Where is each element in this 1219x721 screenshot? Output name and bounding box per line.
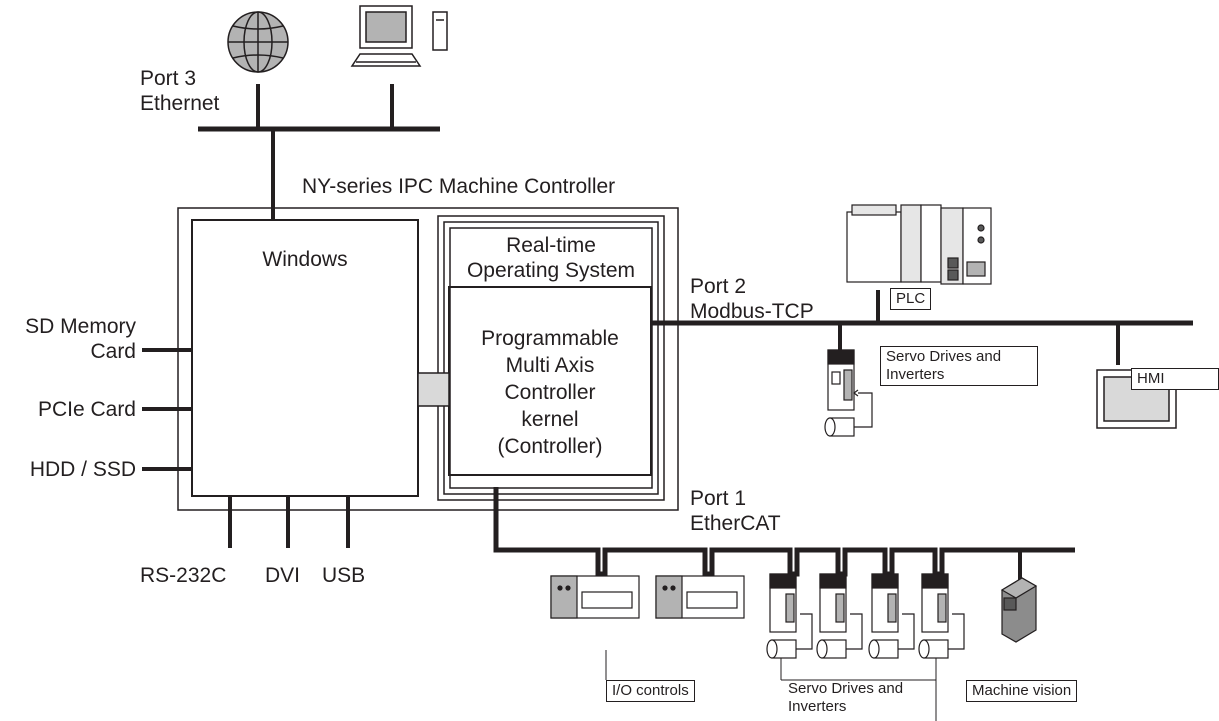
windows-box <box>191 219 419 497</box>
usb-label: USB <box>322 564 366 587</box>
dvi-label: DVI <box>265 564 301 587</box>
hmi-label: HMI <box>1131 368 1219 390</box>
vision-camera-icon <box>1000 577 1038 643</box>
plc-icon <box>846 204 992 285</box>
servo-motor-icon <box>766 613 965 659</box>
pcie-card-label: PCIe Card <box>37 398 136 421</box>
plc-label: PLC <box>890 288 932 310</box>
diagram-title: NY-series IPC Machine Controller <box>302 175 616 198</box>
servo-motor-icon <box>824 389 873 437</box>
machine-vision-label: Machine vision <box>966 680 1078 702</box>
shared-memory-connector <box>417 372 450 407</box>
computer-icon <box>350 5 448 67</box>
hdd-ssd-label: HDD / SSD <box>29 458 136 481</box>
rs232c-label: RS-232C <box>140 564 227 587</box>
io-unit-icon <box>550 575 745 619</box>
globe-icon <box>227 11 289 73</box>
rtos-outer-frame <box>437 215 665 501</box>
servo-drive-icon <box>769 573 949 633</box>
rtos-mid-frame <box>443 221 659 495</box>
controller-outer-frame <box>177 207 679 511</box>
ethercat-chain <box>493 487 1075 577</box>
servo-drive-icon <box>827 349 855 411</box>
io-controls-label: I/O controls <box>606 680 695 702</box>
windows-label: Windows <box>262 248 348 271</box>
